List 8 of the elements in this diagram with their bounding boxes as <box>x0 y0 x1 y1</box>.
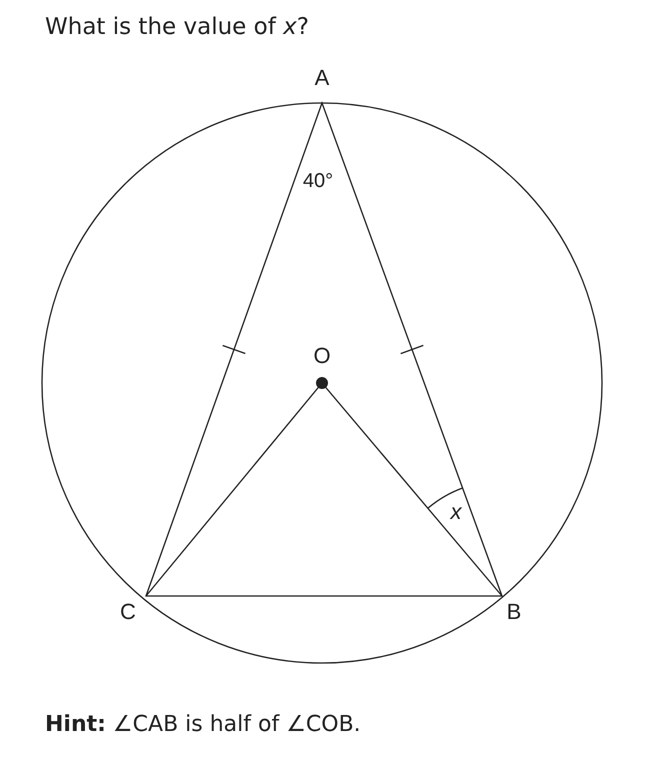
point-label: B <box>506 601 522 623</box>
hint-text: Hint: ∠CAB is half of ∠COB. <box>45 712 361 737</box>
point-label: A <box>314 67 330 89</box>
point-label: 40° <box>302 171 334 191</box>
question-text: What is the value of x? <box>45 14 309 40</box>
point-label: C <box>120 601 136 623</box>
point-label: O <box>313 345 331 367</box>
point-label: x <box>450 501 462 523</box>
